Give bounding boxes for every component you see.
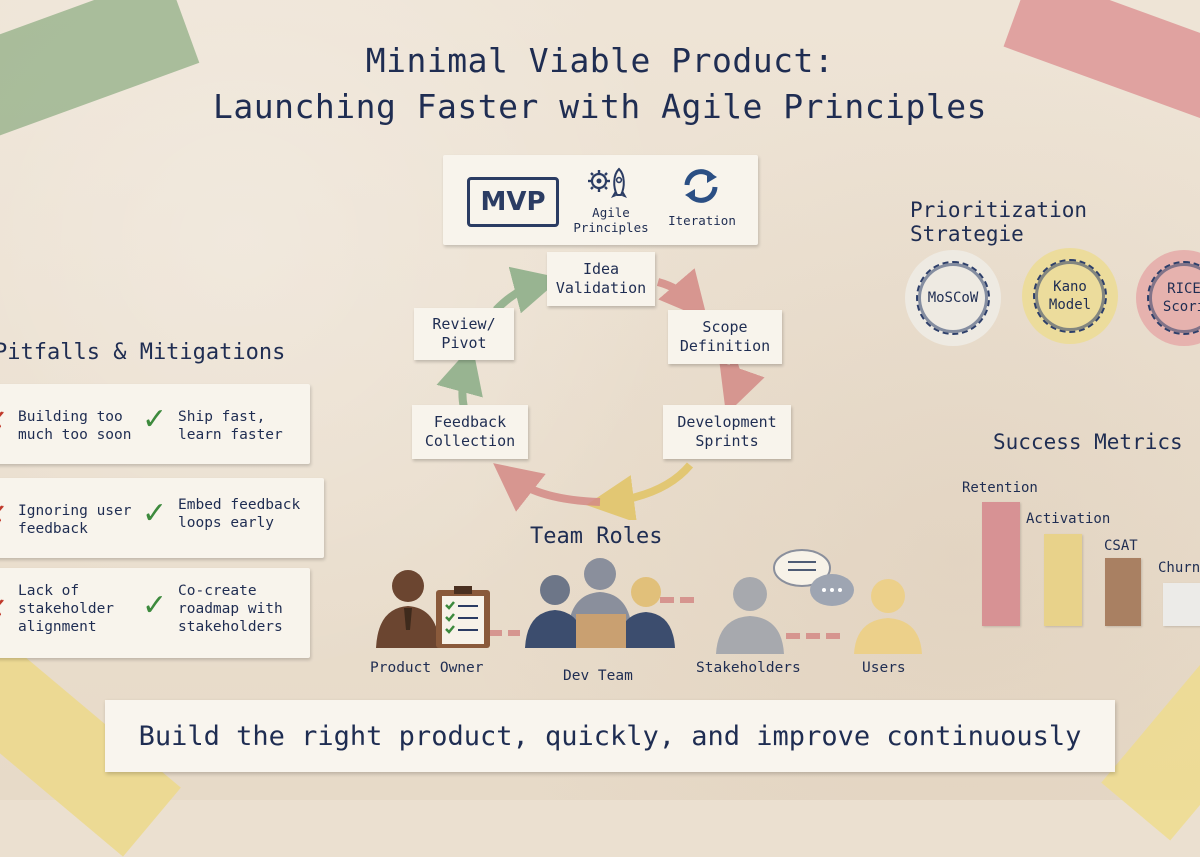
- cycle-step-feedback-collection: Feedback Collection: [412, 405, 528, 459]
- speech-bubbles-icon: [773, 549, 854, 606]
- role-product-owner: Product Owner: [370, 660, 484, 676]
- cycle-step-idea-validation: Idea Validation: [547, 252, 655, 306]
- mitigation-text: Co-create roadmap with stakeholders: [178, 583, 283, 635]
- stamp-label: Kano Model: [1048, 279, 1092, 313]
- stamp-label: MoSCoW: [927, 290, 979, 306]
- bottom-banner: Build the right product, quickly, and im…: [105, 700, 1115, 772]
- stamp-label: RICE Scori: [1162, 281, 1200, 315]
- metric-bar-csat: [1105, 558, 1141, 626]
- dev-team-icon: [525, 558, 675, 648]
- prioritization-title: Prioritization Strategie: [910, 198, 1088, 246]
- mitigation-text: Embed feedback loops early: [178, 497, 301, 531]
- cross-icon: ✗: [0, 406, 7, 439]
- banner-text: Build the right product, quickly, and im…: [138, 720, 1082, 752]
- team-roles-illustration: [376, 549, 922, 654]
- agile-principles-label: Agile Principles: [573, 205, 649, 235]
- team-roles-title: Team Roles: [530, 524, 663, 549]
- check-icon: ✓: [142, 402, 168, 437]
- metric-bar-churn: [1163, 583, 1200, 626]
- iteration-label: Iteration: [668, 213, 736, 228]
- metric-label-csat: CSAT: [1104, 538, 1138, 554]
- title-line-1: Minimal Viable Product:: [365, 41, 835, 80]
- user-icon: [854, 579, 922, 654]
- pitfall-text: Building too much too soon: [18, 409, 132, 443]
- refresh-cycle-icon: [684, 169, 718, 203]
- metric-label-churn: Churn: [1158, 560, 1200, 576]
- stamp-moscow: MoSCoW: [905, 250, 1001, 346]
- mitigation-text: Ship fast, learn faster: [178, 409, 283, 443]
- clipboard-icon: [436, 586, 490, 648]
- cross-icon: ✗: [0, 594, 7, 627]
- role-stakeholders: Stakeholders: [696, 660, 801, 676]
- pitfall-row: ✗ Ignoring user feedback ✓ Embed feedbac…: [0, 478, 324, 558]
- metric-bar-activation: [1044, 534, 1082, 626]
- mvp-badge: MVP: [467, 177, 559, 227]
- pitfall-text: Ignoring user feedback: [18, 503, 132, 537]
- check-icon: ✓: [142, 588, 168, 623]
- metrics-title: Success Metrics: [993, 430, 1183, 454]
- cycle-step-development-sprints: Development Sprints: [663, 405, 791, 459]
- role-users: Users: [862, 660, 906, 676]
- check-icon: ✓: [142, 496, 168, 531]
- product-owner-icon: [376, 570, 440, 648]
- stamp-rice: RICE Scori: [1136, 250, 1200, 346]
- title-line-2: Launching Faster with Agile Principles: [213, 87, 987, 126]
- mvp-header-card: MVP Agile Principles Iteration: [443, 155, 758, 245]
- page-title: Minimal Viable Product: Launching Faster…: [0, 38, 1200, 130]
- cycle-step-scope-definition: Scope Definition: [668, 310, 782, 364]
- stamp-kano: Kano Model: [1022, 248, 1118, 344]
- metric-label-activation: Activation: [1026, 511, 1111, 527]
- stamp-ring: [1033, 259, 1107, 333]
- pitfall-text: Lack of stakeholder alignment: [18, 583, 115, 635]
- stakeholder-icon: [716, 577, 784, 654]
- pitfall-row: ✗ Building too much too soon ✓ Ship fast…: [0, 384, 310, 464]
- cross-icon: ✗: [0, 500, 7, 533]
- pitfall-row: ✗ Lack of stakeholder alignment ✓ Co-cre…: [0, 568, 310, 658]
- metric-bar-retention: [982, 502, 1020, 626]
- cycle-arrows: [436, 266, 765, 520]
- stamp-ring: [916, 261, 990, 335]
- cycle-step-review-pivot: Review/ Pivot: [414, 308, 514, 360]
- role-dev-team: Dev Team: [563, 668, 633, 684]
- pitfalls-title: Pitfalls & Mitigations: [0, 340, 286, 365]
- gear-rocket-icon: [588, 167, 627, 198]
- metric-label-retention: Retention: [962, 480, 1038, 496]
